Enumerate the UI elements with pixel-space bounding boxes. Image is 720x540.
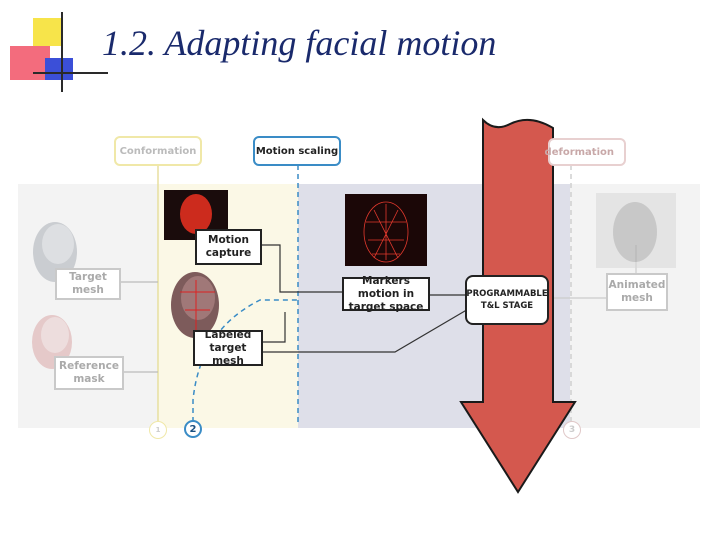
reference-mask-face <box>32 315 72 369</box>
connector-motion-capture <box>262 244 345 293</box>
programmable-stage-line1: PROGRAMMABLE <box>466 289 548 299</box>
markers-motion-box: Markers motion in target space <box>342 275 430 313</box>
reference-mask-box: Reference mask <box>54 356 124 390</box>
target-mesh-box: Target mesh <box>55 268 121 300</box>
connector-labeled-to-stage <box>262 307 471 353</box>
motion-capture-box: Motion capture <box>195 229 262 265</box>
deco-horizontal-line <box>33 72 108 74</box>
deco-blue-square <box>45 58 73 80</box>
step-2-circle: 2 <box>184 420 202 438</box>
programmable-stage-box: PROGRAMMABLE T&L STAGE <box>465 275 549 325</box>
stage-conformation: Conformation <box>114 136 202 166</box>
animated-mesh-box: Animated mesh <box>606 273 668 311</box>
panel-left-faded <box>18 184 158 428</box>
deco-yellow-square <box>33 18 61 46</box>
deco-pink-square <box>10 46 50 80</box>
slide-title: 1.2. Adapting facial motion <box>102 23 497 63</box>
corner-decoration <box>0 0 110 100</box>
step-3-circle: 3 <box>563 421 581 439</box>
programmable-stage-line2: T&L STAGE <box>480 301 534 311</box>
labeled-target-mesh-box: Labeled target mesh <box>193 329 263 367</box>
stage-motion-scaling: Motion scaling <box>253 136 341 166</box>
marker-grid <box>363 201 409 263</box>
deco-vertical-line <box>61 12 63 92</box>
stage-deformation: deformation <box>545 138 626 166</box>
connector-labeled-mesh <box>262 312 286 343</box>
animated-face <box>596 193 676 268</box>
target-mesh-face <box>33 222 77 282</box>
labeled-face <box>171 272 219 338</box>
step-1-circle: 1 <box>149 421 167 439</box>
